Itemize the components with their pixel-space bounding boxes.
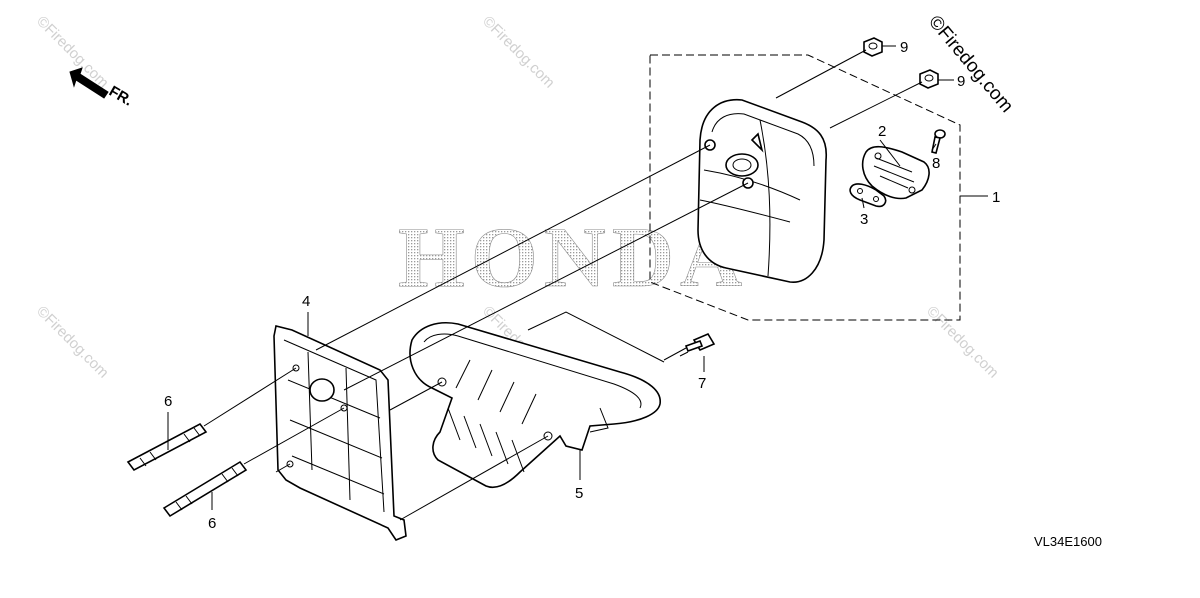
watermark-2: ©Firedog.com — [479, 13, 558, 92]
callout-2: 2 — [878, 123, 886, 140]
muffler-assembly — [697, 98, 827, 283]
callout-9-upper: 9 — [900, 39, 908, 56]
gasket — [849, 183, 887, 208]
diagram-code: VL34E1600 — [1034, 534, 1102, 549]
leader-lines — [167, 45, 988, 521]
watermark-5: ©Firedog.com — [923, 303, 1002, 382]
nut-lower — [919, 69, 939, 89]
callout-5: 5 — [575, 485, 583, 502]
stud-bolt-lower — [162, 460, 248, 518]
callouts: 1 2 3 4 5 6 6 7 8 9 9 — [164, 39, 1000, 532]
copyright-text: ©Firedog.com — [924, 12, 1017, 117]
nut-upper — [863, 37, 883, 57]
watermark-3: ©Firedog.com — [33, 303, 112, 382]
callout-6-upper: 6 — [164, 393, 172, 410]
callout-6-lower: 6 — [208, 515, 216, 532]
assembly-group-box — [649, 54, 961, 321]
muffler-protector — [273, 325, 407, 541]
flange-bolt — [679, 332, 716, 357]
front-label: FR. — [106, 83, 135, 110]
screw — [931, 129, 946, 154]
front-arrow-icon — [69, 67, 109, 99]
callout-3: 3 — [860, 211, 868, 228]
callout-1: 1 — [992, 189, 1000, 206]
stud-bolt-upper — [126, 422, 208, 472]
callout-4: 4 — [302, 293, 310, 310]
muffler-cover — [409, 322, 661, 488]
callout-7: 7 — [698, 375, 706, 392]
callout-8: 8 — [932, 155, 940, 172]
brand-watermark: HONDA — [398, 209, 748, 305]
spark-arrester-plate — [861, 145, 930, 200]
callout-9-lower: 9 — [957, 73, 965, 90]
